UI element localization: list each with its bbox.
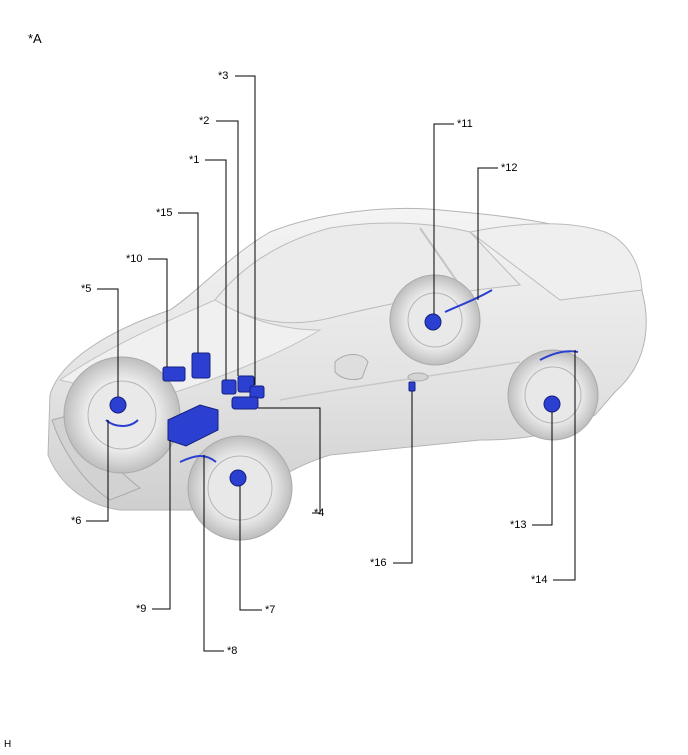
callout-11: *11 [457, 118, 473, 130]
callout-16: *16 [370, 557, 387, 569]
car-windows [214, 222, 522, 324]
leader-9 [152, 440, 171, 610]
callout-10: *10 [126, 253, 143, 265]
leader-10 [148, 258, 168, 367]
leader-14 [553, 350, 576, 581]
component-7-sensor [229, 469, 247, 487]
corner-code: H [4, 739, 12, 750]
callout-14: *14 [531, 574, 548, 586]
component-8-wire [179, 455, 217, 463]
leader-8 [203, 455, 224, 652]
callout-12: *12 [501, 162, 518, 174]
component-16-sensor [408, 381, 416, 392]
callout-2: *2 [199, 115, 210, 127]
car-side-line [279, 361, 521, 401]
callout-3: *3 [218, 70, 229, 82]
leader-1 [205, 159, 227, 380]
callout-15: *15 [156, 207, 173, 219]
car-trunk [468, 223, 643, 301]
component-4-unit [231, 396, 259, 410]
leader-2 [216, 120, 239, 376]
leader-4 [258, 407, 321, 514]
view-label: *A [28, 31, 42, 46]
callout-9: *9 [136, 603, 147, 615]
leader-3 [235, 75, 256, 385]
component-1-module [221, 379, 237, 395]
wheel-rear-right [507, 349, 599, 441]
callout-7: *7 [265, 604, 276, 616]
callout-13: *13 [510, 519, 527, 531]
component-3-module [249, 385, 265, 399]
leader-13 [532, 412, 553, 526]
callout-1: *1 [189, 154, 200, 166]
leader-6 [86, 420, 109, 522]
component-12-wire [444, 289, 493, 313]
component-10-box [162, 366, 186, 382]
leader-15 [178, 212, 199, 353]
leader-12 [477, 167, 498, 300]
component-9-actuator [167, 404, 219, 447]
leader-5 [97, 288, 119, 397]
leader-16 [393, 391, 413, 564]
callout-5: *5 [81, 283, 92, 295]
component-5-sensor [109, 396, 127, 414]
door-handle [407, 372, 429, 382]
callout-4: *4 [314, 507, 325, 519]
callout-6: *6 [71, 515, 82, 527]
callout-8: *8 [227, 645, 238, 657]
side-mirror [334, 354, 369, 381]
leader-11 [433, 123, 454, 314]
leader-7 [239, 486, 262, 611]
component-15-box [191, 352, 211, 379]
component-13-sensor [543, 395, 561, 413]
wheel-front-left [63, 356, 181, 474]
component-11-sensor [424, 313, 442, 331]
